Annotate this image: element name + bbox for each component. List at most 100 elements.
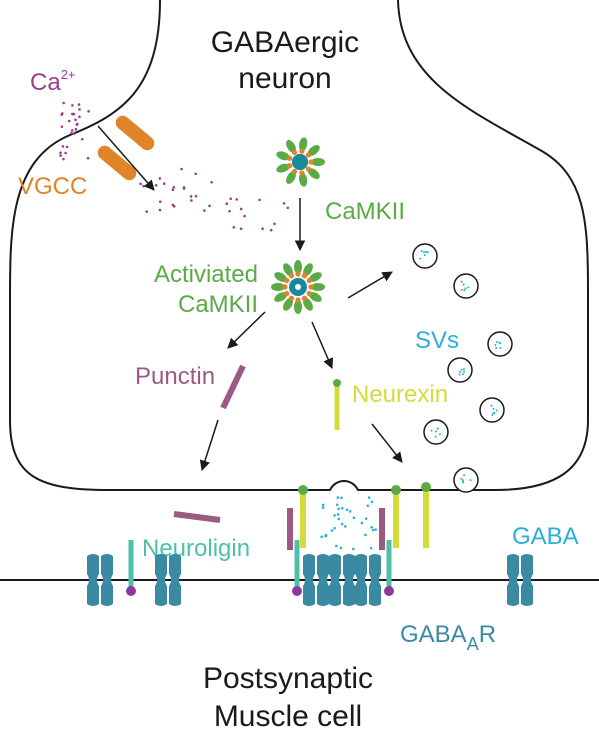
calcium-ion [243, 214, 246, 218]
gaba-molecule [335, 544, 338, 548]
calcium-ion [74, 118, 77, 122]
synaptic-vesicles [412, 243, 513, 493]
calcium-ion [142, 184, 145, 188]
calcium-ion [65, 145, 69, 149]
calcium-ion [72, 132, 75, 135]
gaba-molecule [320, 535, 323, 539]
calcium-ion [273, 222, 276, 226]
gaba-molecule [340, 522, 344, 526]
gaba-molecule [344, 525, 347, 528]
synaptic-vesicle-icon [423, 419, 449, 445]
calcium-ion [59, 151, 62, 155]
synaptic-vesicle-icon [487, 331, 513, 357]
synaptic-vesicle-icon [447, 357, 473, 383]
camkii-subunit [294, 300, 302, 314]
punctin-label: Punctin [135, 363, 215, 390]
camkii-kinase-domain [284, 277, 290, 284]
gabaa-receptor-icon [355, 554, 381, 606]
calcium-ion [71, 112, 75, 116]
gabaa-receptor-icon [303, 554, 329, 606]
camkii-kinase-domain [305, 166, 312, 172]
camkii-subunit [311, 158, 325, 166]
gaba-molecule [367, 496, 371, 499]
arrow-to-svs [347, 271, 393, 299]
camkii-kinase-domain [299, 148, 305, 154]
gaba-molecule [370, 500, 374, 504]
gabaa-receptor-icon [155, 554, 181, 606]
neuron-label-line1: GABAergic [211, 26, 359, 59]
neurexin-head [333, 379, 341, 387]
calcium-ion [77, 103, 81, 106]
calcium-label: Ca2+ [30, 67, 76, 96]
gaba-molecule [352, 516, 356, 520]
camkii-subunit [303, 297, 313, 311]
calcium-ion [232, 226, 236, 229]
gabaa-receptor-icon [507, 554, 533, 606]
camkii-subunit [276, 163, 290, 173]
gabaa-receptor-icon [329, 554, 355, 606]
camkii-kinase-domain [299, 170, 305, 176]
calcium-ion [239, 207, 243, 211]
camkii-kinase-domain [291, 149, 298, 156]
camkii-subunit [299, 137, 308, 152]
gaba-molecule [348, 510, 352, 513]
gabaa-receptor-icon [87, 554, 113, 606]
calcium-ion [225, 202, 229, 206]
calcium-ion [194, 194, 198, 198]
gaba-molecule [337, 507, 341, 511]
gaba-molecule [351, 547, 355, 551]
gaba-molecule [339, 546, 343, 550]
camkii-subunit [276, 151, 290, 161]
vgcc-channel-icon [97, 115, 155, 181]
calcium-ion [172, 205, 176, 208]
camkii-kinase-domain [295, 297, 301, 303]
gaba-molecule [360, 521, 364, 525]
calcium-ion [80, 137, 84, 141]
camkii-subunit [274, 272, 288, 282]
calcium-ion [194, 172, 198, 176]
calcium-ion [282, 202, 286, 205]
gaba-molecule [374, 528, 377, 531]
calcium-ion [229, 197, 233, 201]
calcium-ion [228, 209, 231, 213]
calcium-ion [78, 115, 81, 119]
gaba-molecule [324, 533, 328, 537]
camkii-subunit [308, 272, 322, 282]
gaba-molecule [330, 529, 334, 532]
neurexin-translocation-arrow [371, 423, 403, 463]
camkii-kinase-domain [288, 273, 295, 279]
camkii-subunit [308, 292, 322, 302]
camkii-kinase-domain [287, 155, 293, 161]
svs-label: SVs [415, 327, 459, 354]
synaptic-vesicle-icon [453, 467, 479, 493]
calcium-ion [158, 200, 162, 204]
gaba-label: GABA [512, 523, 579, 550]
calcium-ion [60, 125, 64, 128]
gaba-molecule [371, 528, 375, 532]
camkii-label: CaMKII [325, 198, 405, 225]
camkii-kinase-domain [306, 277, 312, 284]
camkii-kinase-domain [282, 284, 288, 290]
calcium-ion [61, 112, 64, 115]
calcium-ion [210, 180, 213, 184]
gaba-molecule [366, 504, 370, 508]
calcium-ion [286, 206, 290, 210]
vgcc-label: VGCC [18, 173, 87, 200]
calcium-ion [203, 209, 206, 212]
gaba-molecule [321, 503, 325, 507]
calcium-ion [87, 110, 90, 113]
camkii-kinase-domain [308, 284, 314, 290]
calcium-ion [208, 204, 211, 208]
activated-camkii-icon [271, 260, 325, 314]
calcium-ion [70, 131, 73, 135]
gaba-molecule [321, 506, 325, 509]
calcium-ion [239, 227, 243, 231]
calcium-ion-dots [59, 101, 290, 232]
camkii-subunit [286, 140, 296, 153]
calcium-ion [190, 199, 193, 202]
camkii-kinase-domain [295, 271, 301, 277]
calcium-ion [59, 154, 62, 157]
synaptic-vesicle-icon [412, 243, 438, 269]
camkii-kinase-domain [291, 168, 298, 175]
